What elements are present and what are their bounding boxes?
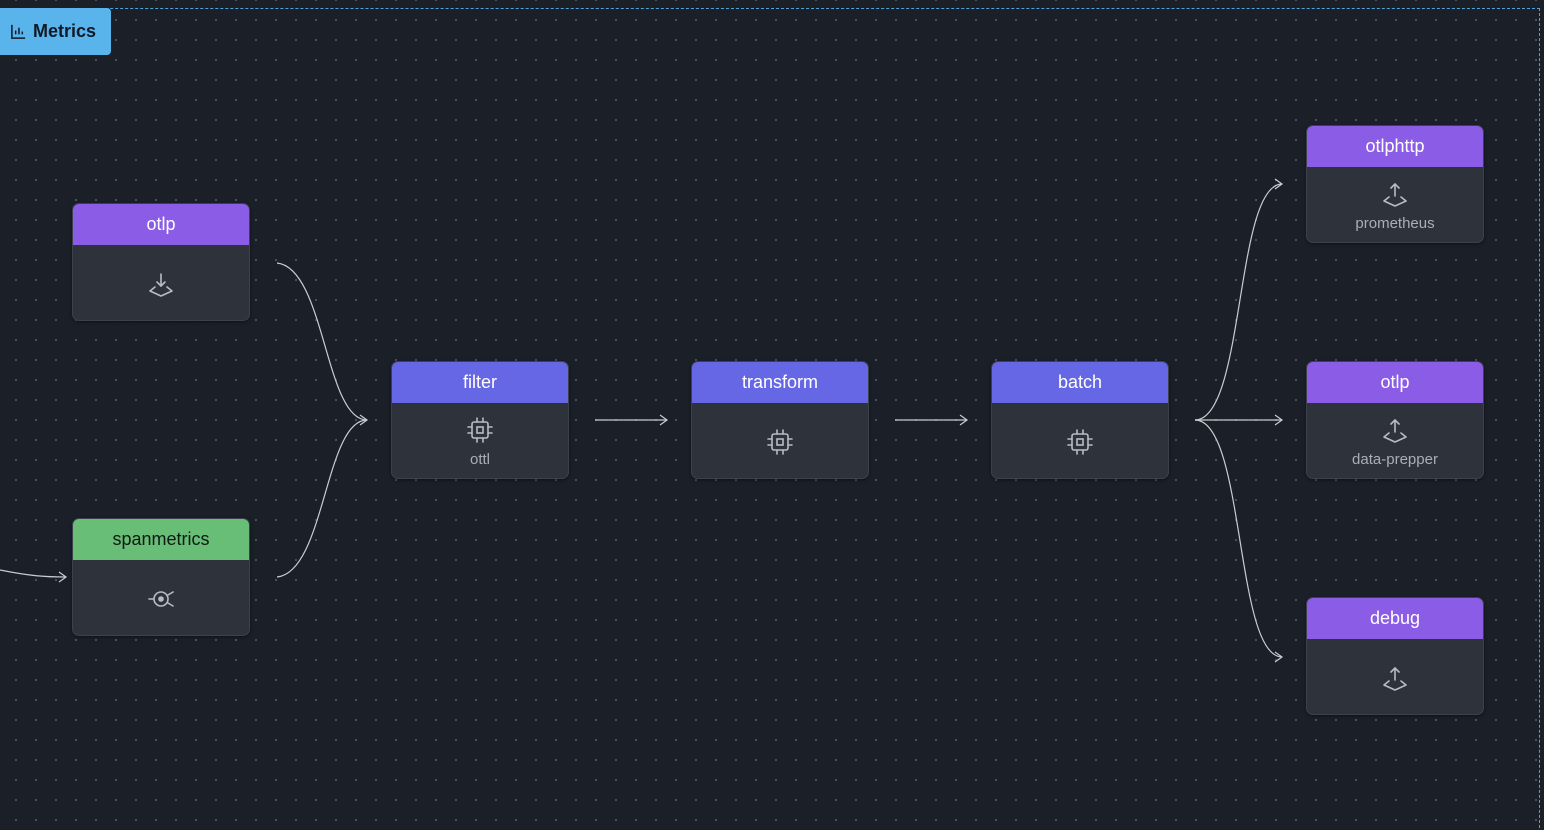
cpu-icon [1067,428,1093,455]
node-subtitle: prometheus [1355,215,1435,232]
cpu-icon [467,417,493,443]
node-receiver-otlp[interactable]: otlp [72,203,250,321]
metrics-group-label[interactable]: Metrics [0,8,111,55]
node-title: otlphttp [1307,126,1483,167]
node-title: otlp [73,204,249,245]
download-icon [149,272,173,297]
node-processor-transform[interactable]: transform [691,361,869,479]
metrics-group-title: Metrics [33,21,97,41]
node-title: debug [1307,598,1483,639]
node-processor-batch[interactable]: batch [991,361,1169,479]
edge-external-to-spanmetrics [0,569,68,583]
node-exporter-otlphttp[interactable]: otlphttp prometheus [1306,125,1484,243]
node-title: otlp [1307,362,1483,403]
node-processor-filter[interactable]: filter ottl [391,361,569,479]
edge-filter-to-transform [595,414,669,426]
node-connector-spanmetrics[interactable]: spanmetrics [72,518,250,636]
edge-otlp-to-filter [276,262,368,421]
node-exporter-debug[interactable]: debug [1306,597,1484,715]
edge-transform-to-batch [895,414,969,426]
node-title: filter [392,362,568,403]
node-title: batch [992,362,1168,403]
node-subtitle: data-prepper [1352,451,1438,468]
cpu-icon [767,428,793,455]
upload-icon [1383,183,1407,207]
edge-batch-to-otlp-exporter [1195,414,1284,426]
bar-chart-icon [11,24,26,39]
edge-batch-to-debug [1194,419,1284,663]
metrics-group-border [0,8,1540,830]
upload-icon [1383,419,1407,443]
edge-spanmetrics-to-filter [276,414,369,578]
edge-batch-to-otlphttp [1194,178,1284,421]
node-subtitle: ottl [469,451,490,468]
connector-icon [148,590,174,607]
upload-icon [1383,666,1407,691]
node-exporter-otlp[interactable]: otlp data-prepper [1306,361,1484,479]
node-title: transform [692,362,868,403]
node-title: spanmetrics [73,519,249,560]
